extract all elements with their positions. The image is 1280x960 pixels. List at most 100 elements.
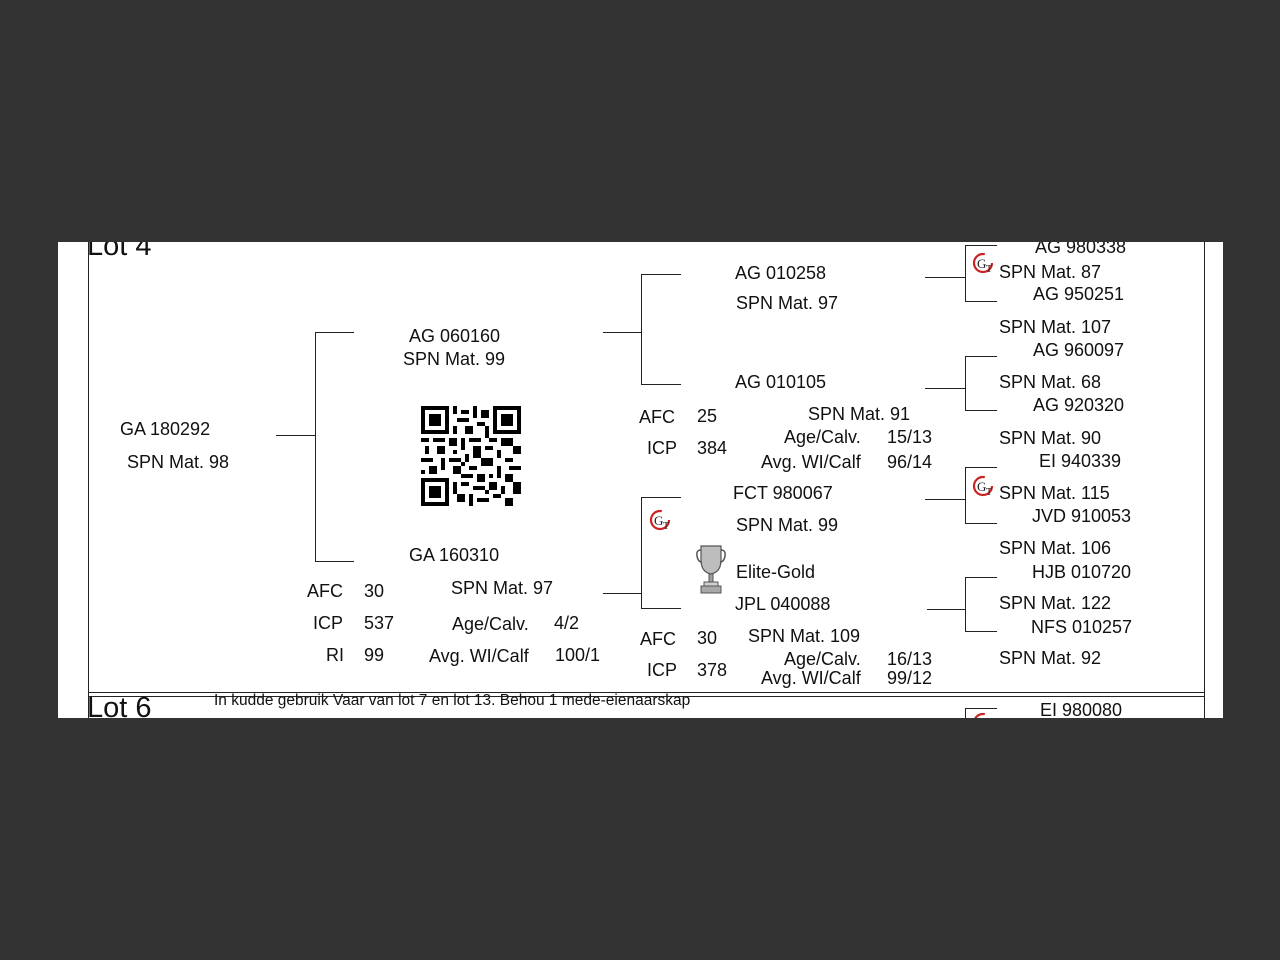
gt-logo-icon: G T xyxy=(649,509,671,532)
connector-line xyxy=(641,497,681,498)
sire-dam-age-value: 15/13 xyxy=(887,427,933,447)
dam-dam-icp-value: 378 xyxy=(697,660,728,680)
sire-dam-afc-label: AFC xyxy=(639,407,675,427)
dam-ri-label: RI xyxy=(326,645,344,665)
ggp-8-spn: SPN Mat. 92 xyxy=(999,648,1102,668)
lot-title: Lot 4 xyxy=(87,242,152,262)
dam-spn: SPN Mat. 97 xyxy=(451,578,554,598)
dam-sire-spn: SPN Mat. 99 xyxy=(736,515,839,535)
sire-sire-id: AG 010258 xyxy=(735,263,827,283)
sire-dam-afc-value: 25 xyxy=(697,406,718,426)
dam-age-value: 4/2 xyxy=(554,613,580,633)
ggp-6-spn: SPN Mat. 106 xyxy=(999,538,1112,558)
sire-sire-spn: SPN Mat. 97 xyxy=(736,293,839,313)
lot-divider xyxy=(88,692,1205,693)
connector-line xyxy=(641,608,681,609)
sire-id: AG 060160 xyxy=(409,326,501,346)
connector-line xyxy=(965,631,997,632)
connector-line xyxy=(965,467,966,524)
connector-line xyxy=(965,523,997,524)
next-lot-title: Lot 6 xyxy=(87,692,152,718)
svg-text:T: T xyxy=(986,487,992,498)
connector-line xyxy=(927,609,965,610)
connector-line xyxy=(276,435,315,436)
connector-line xyxy=(641,384,681,385)
dam-id: GA 160310 xyxy=(409,545,500,565)
pedigree-sheet: Lot 4 Lot 6 In kudde gebruik Vaar van lo… xyxy=(58,242,1223,718)
ggp-1-spn: SPN Mat. 87 xyxy=(999,262,1102,282)
dam-dam-age-value: 16/13 xyxy=(887,649,933,669)
connector-line xyxy=(965,577,997,578)
connector-line xyxy=(925,499,965,500)
connector-line xyxy=(641,274,642,385)
animal-id: GA 180292 xyxy=(120,419,211,439)
ggp-7-id: HJB 010720 xyxy=(1032,562,1132,582)
connector-line xyxy=(965,708,966,718)
dam-icp-value: 537 xyxy=(364,613,395,633)
connector-line xyxy=(603,593,641,594)
dam-dam-wi-value: 99/12 xyxy=(887,668,933,688)
sire-spn: SPN Mat. 99 xyxy=(403,349,506,369)
sire-dam-spn: SPN Mat. 91 xyxy=(808,404,911,424)
gt-logo-icon xyxy=(974,712,992,718)
dam-wi-value: 100/1 xyxy=(555,645,601,665)
connector-line xyxy=(965,245,966,302)
gt-logo-icon: G T xyxy=(972,252,994,275)
connector-line xyxy=(965,245,997,246)
sire-dam-wi-value: 96/14 xyxy=(887,452,933,472)
gt-logo-icon: G T xyxy=(972,475,994,498)
sire-dam-age-label: Age/Calv. xyxy=(784,427,861,447)
dam-dam-age-label: Age/Calv. xyxy=(784,649,861,669)
svg-text:G: G xyxy=(977,479,986,494)
connector-line xyxy=(925,277,965,278)
ggp-7-spn: SPN Mat. 122 xyxy=(999,593,1112,613)
sire-dam-wi-label: Avg. WI/Calf xyxy=(761,452,861,472)
dam-wi-label: Avg. WI/Calf xyxy=(429,646,529,666)
ggp-1-id: AG 980338 xyxy=(1035,242,1127,257)
sire-dam-icp-value: 384 xyxy=(697,438,728,458)
svg-text:T: T xyxy=(986,264,992,275)
dam-afc-label: AFC xyxy=(307,581,343,601)
connector-line xyxy=(965,467,997,468)
sire-dam-id: AG 010105 xyxy=(735,372,827,392)
ggp-3-id: AG 960097 xyxy=(1033,340,1125,360)
ggp-5-spn: SPN Mat. 115 xyxy=(999,483,1110,503)
dam-sire-id: FCT 980067 xyxy=(733,483,833,503)
svg-text:T: T xyxy=(663,521,669,532)
dam-dam-afc-label: AFC xyxy=(640,629,676,649)
ggp-4-id: AG 920320 xyxy=(1033,395,1125,415)
connector-line xyxy=(315,332,354,333)
svg-text:G: G xyxy=(977,256,986,271)
ggp-2-id: AG 950251 xyxy=(1033,284,1125,304)
award-label: Elite-Gold xyxy=(736,562,816,582)
connector-line xyxy=(965,708,997,709)
dam-dam-spn: SPN Mat. 109 xyxy=(748,626,861,646)
dam-age-label: Age/Calv. xyxy=(452,614,529,634)
connector-line xyxy=(965,301,997,302)
connector-line xyxy=(965,577,966,632)
connector-line xyxy=(641,497,642,609)
connector-line xyxy=(965,356,966,411)
ggp-6-id: JVD 910053 xyxy=(1032,506,1132,526)
connector-line xyxy=(315,332,316,562)
ggp-2-spn: SPN Mat. 107 xyxy=(999,317,1112,337)
dam-dam-afc-value: 30 xyxy=(697,628,718,648)
lot-divider-2 xyxy=(88,696,1205,697)
next-lot-ggp-id: EI 980080 xyxy=(1040,700,1123,718)
animal-spn: SPN Mat. 98 xyxy=(127,452,230,472)
svg-text:G: G xyxy=(654,513,663,528)
trophy-icon xyxy=(696,545,726,594)
connector-line xyxy=(965,410,997,411)
connector-line xyxy=(965,356,997,357)
next-lot-note: In kudde gebruik Vaar van lot 7 en lot 1… xyxy=(214,692,691,709)
dam-dam-id: JPL 040088 xyxy=(735,594,831,614)
sire-dam-icp-label: ICP xyxy=(647,438,678,458)
ggp-4-spn: SPN Mat. 90 xyxy=(999,428,1102,448)
dam-ri-value: 99 xyxy=(364,645,385,665)
qr-code xyxy=(421,406,521,506)
connector-line xyxy=(603,332,641,333)
connector-line xyxy=(925,388,965,389)
connector-line xyxy=(641,274,681,275)
dam-icp-label: ICP xyxy=(313,613,344,633)
dam-dam-icp-label: ICP xyxy=(647,660,678,680)
